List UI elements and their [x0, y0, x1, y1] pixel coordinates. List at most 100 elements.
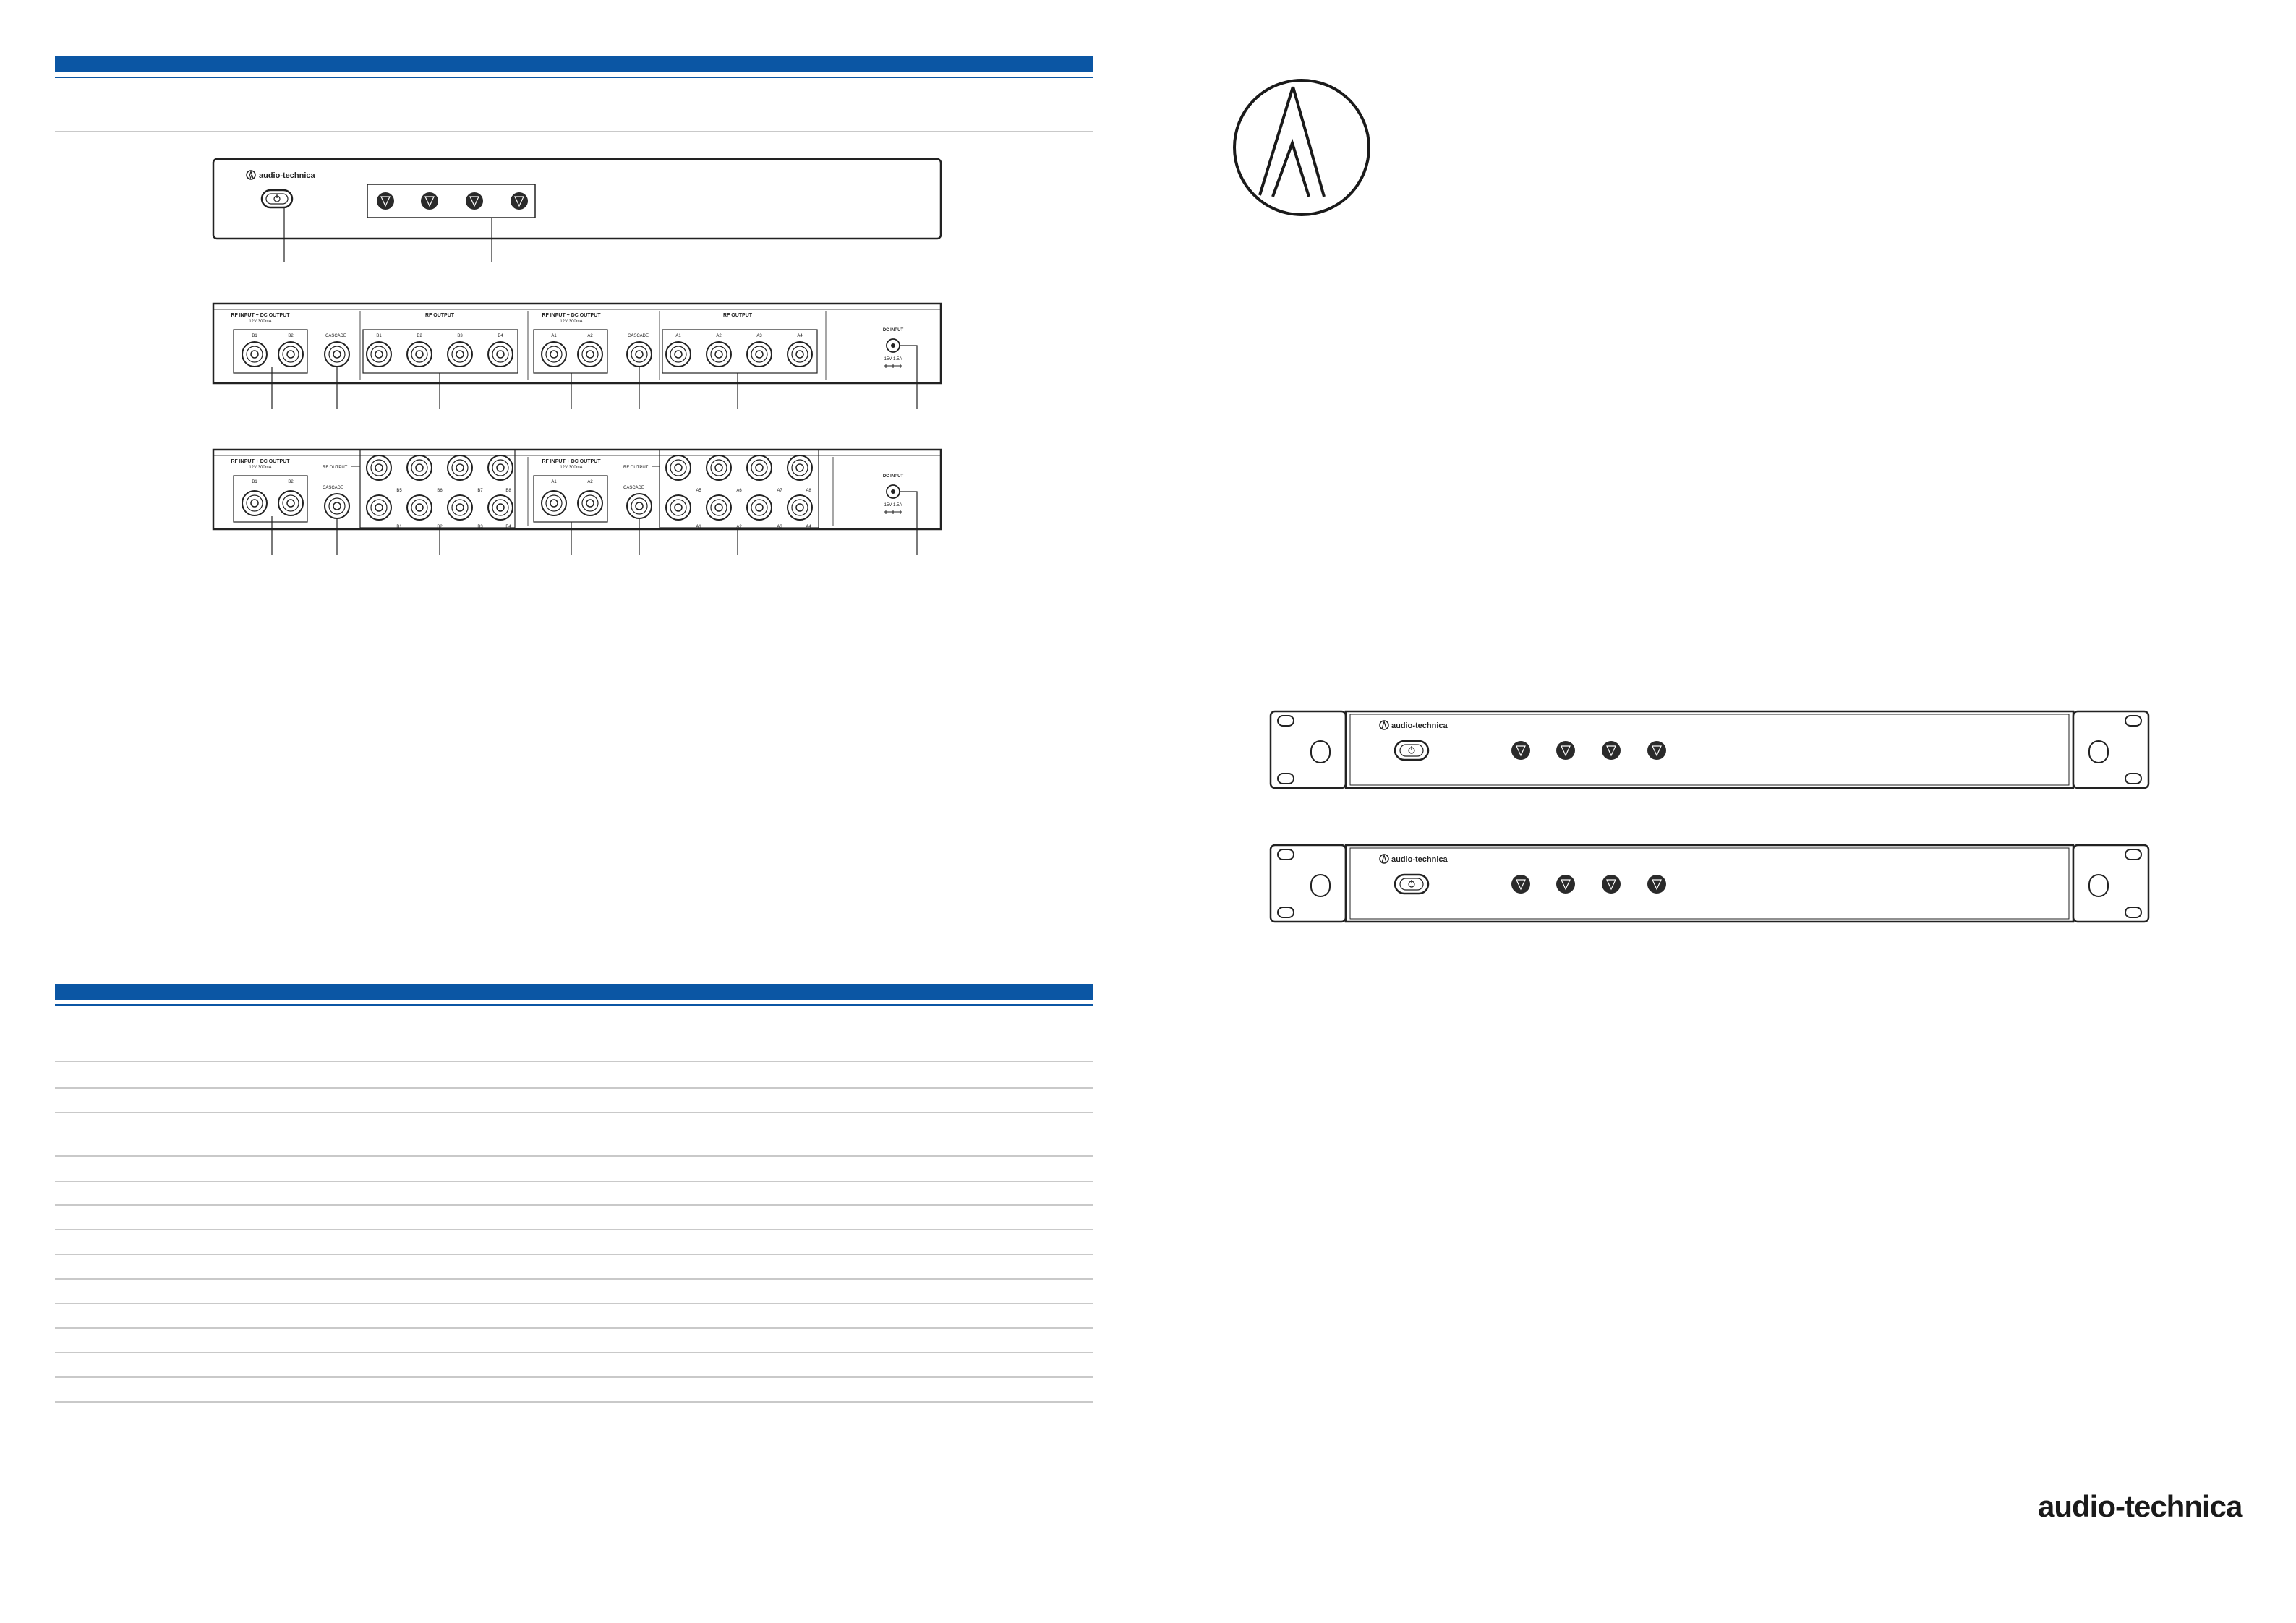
connector-label: A7: [777, 489, 782, 493]
power-button[interactable]: [1394, 740, 1430, 761]
power-icon: [1408, 746, 1415, 754]
bnc-connector-icon[interactable]: [541, 490, 567, 516]
spec-table-rule: [55, 1352, 1093, 1353]
spec-table-rule: [55, 1204, 1093, 1206]
rack-front-panel-2: audio-technica: [1269, 844, 2150, 923]
power-button[interactable]: [260, 189, 294, 209]
bnc-connector-icon[interactable]: [665, 341, 691, 367]
connector-label: A2: [736, 525, 742, 529]
connector-label: A8: [806, 489, 811, 493]
rack-ear-icon: [1269, 710, 1347, 789]
spec-table-rule: [55, 1112, 1093, 1113]
dc-jack-icon[interactable]: [886, 484, 900, 499]
bnc-connector-icon[interactable]: [447, 455, 473, 481]
spec-table-rule: [55, 1254, 1093, 1255]
dc-input-rating: 15V 1.5A: [884, 357, 902, 361]
bnc-connector-icon[interactable]: [406, 341, 432, 367]
bnc-connector-icon[interactable]: [447, 341, 473, 367]
section-bar-top: [55, 56, 1093, 72]
bnc-connector-icon[interactable]: [577, 341, 603, 367]
section-rule-bottom: [55, 1004, 1093, 1006]
bnc-connector-icon[interactable]: [787, 494, 813, 521]
brand-wordmark: audio-technica: [2038, 1489, 2242, 1523]
connector-label: B3: [457, 334, 463, 338]
bnc-connector-icon[interactable]: [487, 341, 513, 367]
connector-label: A3: [756, 334, 762, 338]
connector-label: A6: [736, 489, 742, 493]
bnc-connector-icon[interactable]: [706, 455, 732, 481]
bnc-connector-icon[interactable]: [278, 341, 304, 367]
cascade-label: CASCADE: [628, 334, 649, 338]
bnc-connector-icon[interactable]: [406, 455, 432, 481]
bnc-connector-icon[interactable]: [487, 494, 513, 521]
bnc-connector-icon[interactable]: [366, 494, 392, 521]
spec-table-rule: [55, 1181, 1093, 1182]
bnc-connector-icon[interactable]: [665, 455, 691, 481]
led-indicator-icon: [466, 192, 483, 210]
bnc-connector-icon[interactable]: [746, 494, 772, 521]
rear-panel-diagram-2: RF INPUT + DC OUTPUT 12V 300mA B1 B2 RF …: [212, 448, 942, 555]
connector-label: B1: [376, 334, 382, 338]
section-rule-top: [55, 77, 1093, 78]
bnc-connector-icon[interactable]: [324, 493, 350, 519]
audio-technica-logo-icon: [1379, 719, 1389, 730]
output-label: RF OUTPUT: [623, 466, 649, 470]
led-indicator-icon: [1602, 741, 1621, 760]
bnc-connector-icon[interactable]: [626, 493, 652, 519]
rear-panel-diagram-1: RF INPUT + DC OUTPUT 12V 300mA B1 B2 CAS…: [212, 302, 942, 409]
connector-label: A1: [675, 334, 681, 338]
bnc-connector-icon[interactable]: [242, 341, 268, 367]
led-indicator-icon: [1511, 741, 1530, 760]
panel-logo-text: audio-technica: [1391, 855, 1448, 864]
connector-label: B2: [437, 525, 443, 529]
section-bar-bottom: [55, 984, 1093, 1000]
spec-table-rule: [55, 1229, 1093, 1230]
bnc-connector-icon[interactable]: [366, 341, 392, 367]
connector-label: B7: [477, 489, 483, 493]
led-indicator-icon: [1511, 875, 1530, 894]
rack-front-panel-1: audio-technica: [1269, 710, 2150, 789]
front-panel-diagram: audio-technica: [212, 158, 942, 262]
bnc-connector-icon[interactable]: [706, 494, 732, 521]
section-rule-top-2: [55, 131, 1093, 132]
led-indicator-icon: [421, 192, 438, 210]
connector-label: B1: [252, 480, 257, 484]
led-indicator-icon: [377, 192, 394, 210]
bnc-connector-icon[interactable]: [447, 494, 473, 521]
connector-label: B4: [498, 334, 503, 338]
led-indicator-icon: [1556, 875, 1575, 894]
connector-label: A2: [587, 334, 593, 338]
dc-jack-icon[interactable]: [886, 338, 900, 353]
spec-table-rule: [55, 1303, 1093, 1304]
panel-logo-text: audio-technica: [1391, 721, 1448, 730]
bnc-connector-icon[interactable]: [665, 494, 691, 521]
bnc-connector-icon[interactable]: [787, 341, 813, 367]
power-icon: [273, 194, 281, 202]
bnc-connector-icon[interactable]: [626, 341, 652, 367]
bnc-connector-icon[interactable]: [787, 455, 813, 481]
audio-technica-logo-icon: [1379, 853, 1389, 864]
bnc-connector-icon[interactable]: [324, 341, 350, 367]
bnc-connector-icon[interactable]: [746, 341, 772, 367]
bnc-connector-icon[interactable]: [487, 455, 513, 481]
bnc-connector-icon[interactable]: [278, 490, 304, 516]
audio-technica-logo-icon: [1233, 79, 1370, 216]
cascade-label: CASCADE: [325, 334, 346, 338]
connector-label: B1: [252, 334, 257, 338]
output-label: RF OUTPUT: [323, 466, 348, 470]
group-sub: 12V 300mA: [249, 466, 271, 470]
bnc-connector-icon[interactable]: [577, 490, 603, 516]
bnc-connector-icon[interactable]: [541, 341, 567, 367]
spec-table-rule: [55, 1401, 1093, 1403]
bnc-connector-icon[interactable]: [406, 494, 432, 521]
bnc-connector-icon[interactable]: [706, 341, 732, 367]
spec-table-rule: [55, 1278, 1093, 1280]
bnc-connector-icon[interactable]: [242, 490, 268, 516]
group-header: RF INPUT + DC OUTPUT: [542, 459, 601, 464]
power-button[interactable]: [1394, 873, 1430, 895]
bnc-connector-icon[interactable]: [366, 455, 392, 481]
led-indicator-icon: [1556, 741, 1575, 760]
group-header: RF OUTPUT: [425, 313, 455, 318]
connector-label: B6: [437, 489, 443, 493]
bnc-connector-icon[interactable]: [746, 455, 772, 481]
